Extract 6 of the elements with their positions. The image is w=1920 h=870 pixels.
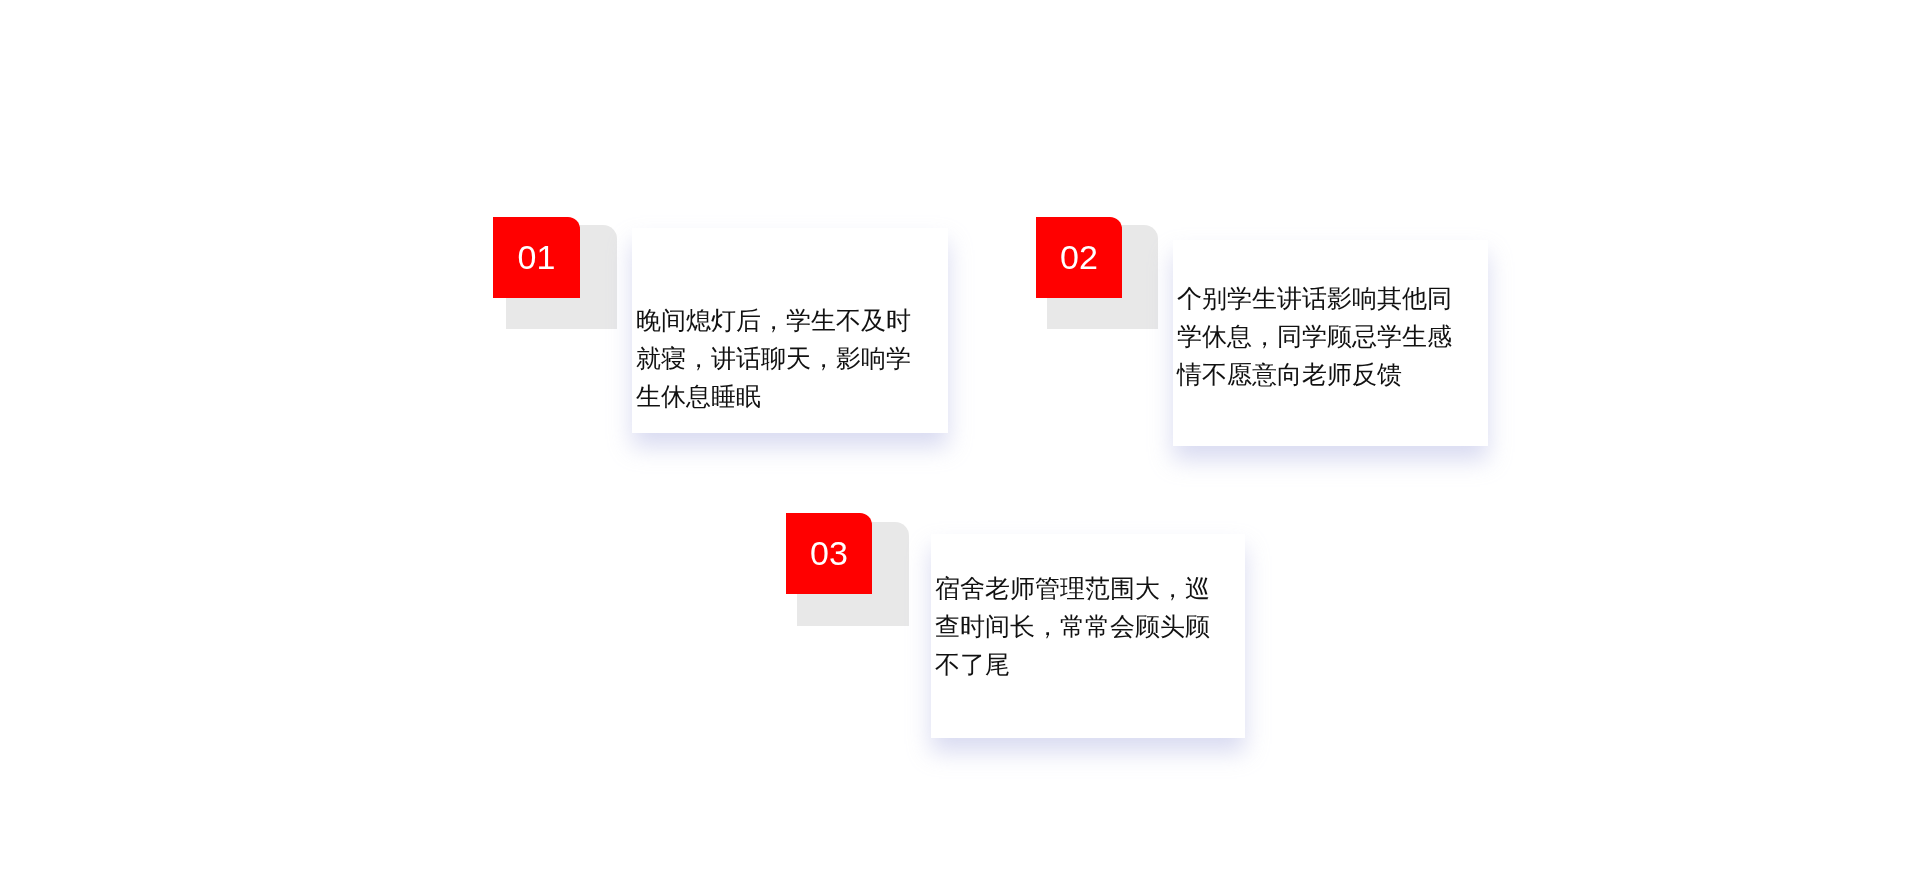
text-card: 个别学生讲话影响其他同学休息，同学顾忌学生感情不愿意向老师反馈 — [1173, 240, 1488, 446]
number-badge: 02 — [1036, 217, 1122, 298]
number-badge: 03 — [786, 513, 872, 594]
number-badge: 01 — [493, 217, 580, 298]
text-card: 晚间熄灯后，学生不及时就寝，讲话聊天，影响学生休息睡眠 — [632, 228, 948, 433]
text-card: 宿舍老师管理范围大，巡查时间长，常常会顾头顾不了尾 — [931, 534, 1245, 738]
